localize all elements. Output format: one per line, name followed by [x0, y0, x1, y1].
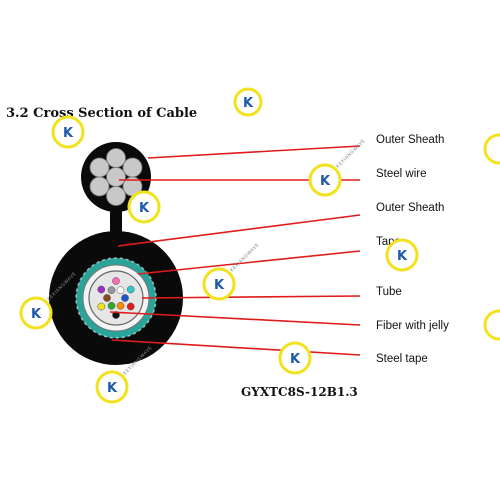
watermark-text: KEXIANGWAVE	[229, 242, 261, 274]
leader-line-tape	[137, 250, 361, 275]
watermark-logo: K	[51, 115, 85, 149]
steel-wire-strands	[89, 148, 143, 206]
optical-fiber	[97, 285, 106, 294]
optical-fiber	[116, 286, 125, 295]
main-cable-assembly	[49, 231, 183, 365]
steel-wire-strand	[122, 157, 143, 178]
label-fiber-with-jelly: Fiber with jelly	[376, 320, 449, 332]
watermark-text: KEXIANGWAVE	[335, 138, 367, 170]
optical-fiber	[103, 294, 111, 302]
optical-fiber	[112, 277, 120, 285]
cable-web	[110, 208, 122, 238]
watermark-logo: K	[385, 238, 419, 272]
steel-wire-strand	[89, 157, 110, 178]
optical-fiber	[116, 301, 125, 310]
leader-line-outer-sheath	[117, 214, 361, 247]
optical-fiber	[121, 294, 129, 302]
watermark-letter: K	[397, 249, 408, 264]
watermark-logo	[483, 309, 500, 341]
watermark-logo: K	[127, 190, 161, 224]
label-outer-sheath-top: Outer Sheath	[376, 134, 444, 146]
label-steel-tape: Steel tape	[376, 353, 428, 365]
watermark-letter: K	[214, 278, 225, 293]
optical-fiber	[126, 285, 135, 294]
section-heading: 3.2 Cross Section of Cable	[6, 106, 197, 121]
watermark-letter: K	[243, 96, 254, 111]
watermark-letter: K	[107, 381, 118, 396]
leader-line-fiber-with-jelly	[109, 311, 361, 326]
leader-line-outer-sheath-top	[147, 145, 361, 159]
steel-wire-center	[106, 167, 126, 187]
watermark-letter: K	[31, 307, 42, 322]
watermark-letter: K	[320, 174, 331, 189]
leader-line-tube	[141, 295, 361, 299]
messenger-wire-assembly	[81, 142, 151, 212]
model-code: GYXTC8S-12B1.3	[241, 385, 358, 399]
watermark-logo: K	[233, 87, 263, 117]
watermark-logo	[483, 133, 500, 165]
label-tube: Tube	[376, 286, 402, 298]
watermark-logo: K	[278, 341, 312, 375]
watermark-letter: K	[290, 352, 301, 367]
steel-wire-strand	[106, 186, 126, 206]
optical-fiber	[126, 302, 135, 311]
label-outer-sheath: Outer Sheath	[376, 202, 444, 214]
steel-wire-strand	[106, 148, 126, 168]
label-steel-wire: Steel wire	[376, 168, 427, 180]
watermark-letter: K	[139, 201, 150, 216]
leader-line-steel-tape	[111, 339, 361, 356]
watermark-logo: K KEXIANGWAVE	[202, 242, 261, 301]
optical-fiber	[107, 301, 116, 310]
optical-fiber	[107, 286, 116, 295]
steel-wire-strand	[89, 176, 110, 197]
watermark-letter: K	[63, 126, 74, 141]
fiber-bundle	[97, 277, 135, 319]
optical-fiber	[97, 302, 106, 311]
